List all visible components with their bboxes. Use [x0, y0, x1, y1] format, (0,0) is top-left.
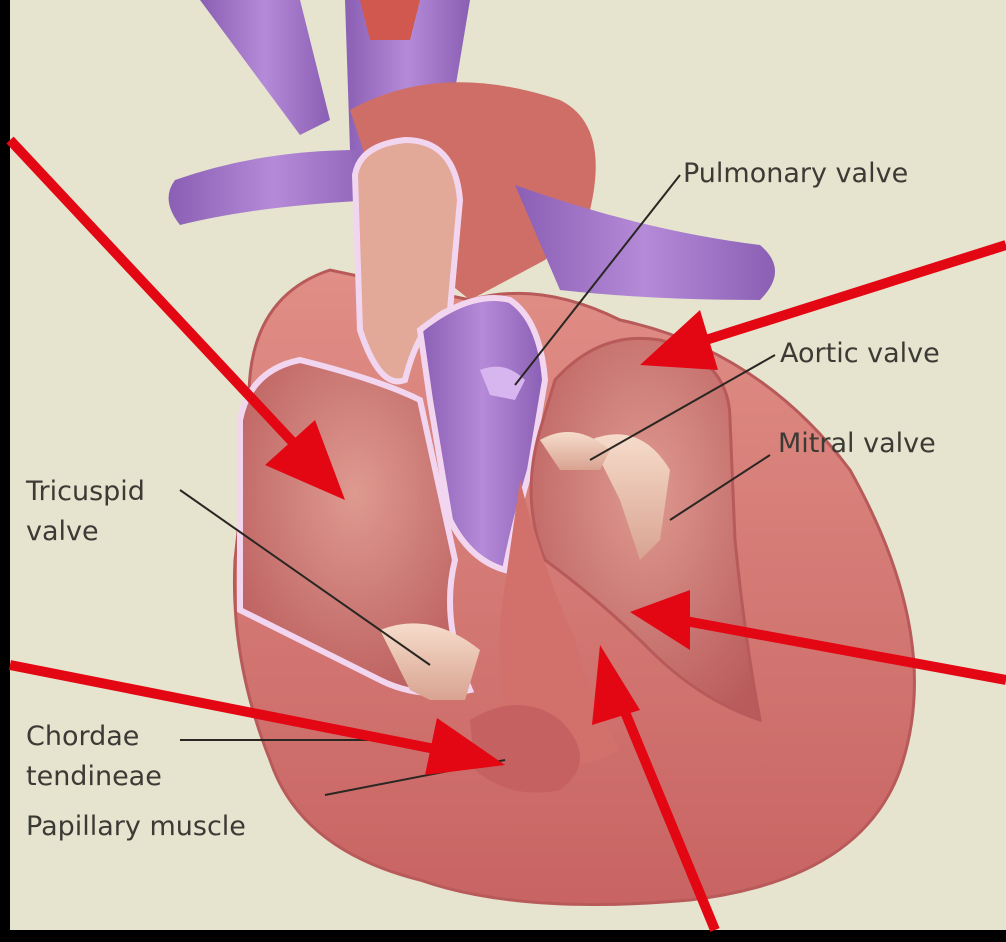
aorta-top	[360, 0, 420, 40]
label-tricuspid-valve-line2: valve	[26, 516, 99, 547]
label-mitral-valve: Mitral valve	[778, 428, 936, 459]
label-papillary-muscle: Papillary muscle	[26, 811, 246, 842]
label-aortic-valve: Aortic valve	[780, 338, 940, 369]
label-chordae-tendineae-line2: tendineae	[26, 761, 162, 792]
label-chordae-tendineae-line1: Chordae	[26, 721, 139, 752]
label-pulmonary-valve: Pulmonary valve	[683, 158, 908, 189]
label-tricuspid-valve-line1: Tricuspid	[25, 476, 145, 507]
